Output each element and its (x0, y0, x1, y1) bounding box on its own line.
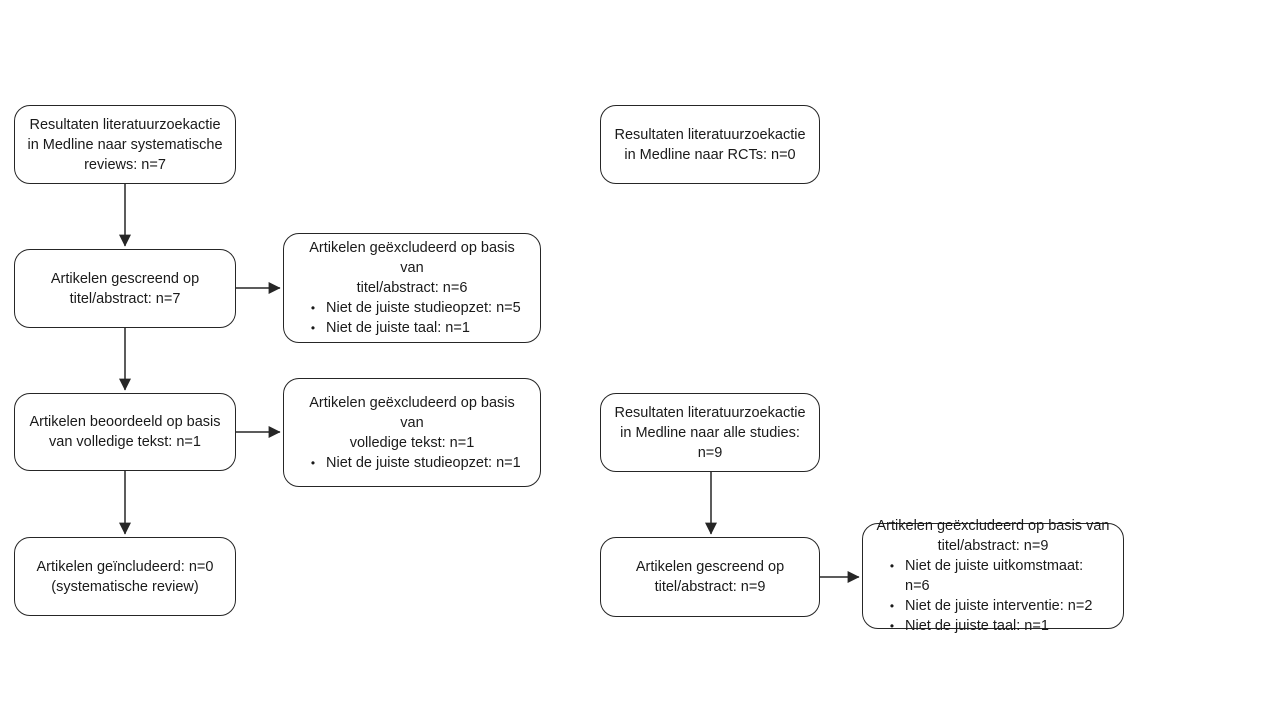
box-all-excluded-title-abstract: Artikelen geëxcludeerd op basis van tite… (862, 518, 1124, 634)
box-sr-screened-text: Artikelen gescreend op titel/abstract: n… (50, 270, 200, 307)
bullet-icon: • (889, 599, 895, 613)
bullet-item: • Niet de juiste studieopzet: n=5 (300, 298, 526, 318)
bullet-item-text: Niet de juiste studieopzet: n=5 (326, 300, 521, 316)
bullet-list: • Niet de juiste uitkomstmaat: n=6 • Nie… (875, 556, 1111, 636)
box-sr-included: Artikelen geïncludeerd: n=0 (systematisc… (14, 537, 236, 616)
box-sr-search-results: Resultaten literatuurzoekactie in Medlin… (14, 105, 236, 184)
bullet-list: • Niet de juiste studieopzet: n=5 • Niet… (296, 298, 528, 338)
box-all-search-results: Resultaten literatuurzoekactie in Medlin… (600, 393, 820, 472)
bullet-icon: • (310, 301, 316, 315)
box-sr-fulltext-text: Artikelen beoordeeld op basis van volled… (29, 414, 221, 450)
bullet-item-text: Niet de juiste uitkomstmaat: n=6 (905, 558, 1084, 594)
box-sr-search-results-text: Resultaten literatuurzoekactie in Medlin… (27, 116, 223, 173)
box-all-excluded-title-abstract-title: Artikelen geëxcludeerd op basis van tite… (876, 518, 1110, 554)
bullet-item-text: Niet de juiste taal: n=1 (905, 618, 1049, 634)
box-sr-fulltext: Artikelen beoordeeld op basis van volled… (14, 393, 236, 471)
bullet-item-text: Niet de juiste interventie: n=2 (905, 598, 1093, 614)
box-rct-search-results: Resultaten literatuurzoekactie in Medlin… (600, 105, 820, 184)
box-all-search-results-text: Resultaten literatuurzoekactie in Medlin… (614, 404, 806, 461)
box-sr-excluded-fulltext-title: Artikelen geëxcludeerd op basis van voll… (309, 394, 515, 451)
bullet-icon: • (310, 455, 316, 470)
bullet-icon: • (889, 619, 895, 633)
bullet-item: • Niet de juiste taal: n=1 (879, 616, 1109, 636)
bullet-item: • Niet de juiste studieopzet: n=1 (300, 453, 526, 473)
box-sr-included-text: Artikelen geïncludeerd: n=0 (systematisc… (36, 558, 214, 595)
box-sr-excluded-title-abstract-title: Artikelen geëxcludeerd op basis van tite… (309, 240, 515, 296)
box-sr-excluded-title-abstract: Artikelen geëxcludeerd op basis van tite… (283, 233, 541, 343)
bullet-icon: • (889, 559, 895, 573)
bullet-item: • Niet de juiste taal: n=1 (300, 318, 526, 338)
box-rct-search-results-text: Resultaten literatuurzoekactie in Medlin… (614, 126, 806, 163)
bullet-item-text: Niet de juiste studieopzet: n=1 (326, 454, 521, 471)
box-sr-excluded-fulltext: Artikelen geëxcludeerd op basis van voll… (283, 378, 541, 487)
bullet-item: • Niet de juiste uitkomstmaat: n=6 (879, 556, 1109, 596)
box-sr-screened: Artikelen gescreend op titel/abstract: n… (14, 249, 236, 328)
bullet-list: • Niet de juiste studieopzet: n=1 (296, 453, 528, 473)
bullet-item-text: Niet de juiste taal: n=1 (326, 320, 470, 336)
bullet-icon: • (310, 321, 316, 335)
bullet-item: • Niet de juiste interventie: n=2 (879, 596, 1109, 616)
box-all-screened: Artikelen gescreend op titel/abstract: n… (600, 537, 820, 617)
box-all-screened-text: Artikelen gescreend op titel/abstract: n… (635, 559, 785, 595)
